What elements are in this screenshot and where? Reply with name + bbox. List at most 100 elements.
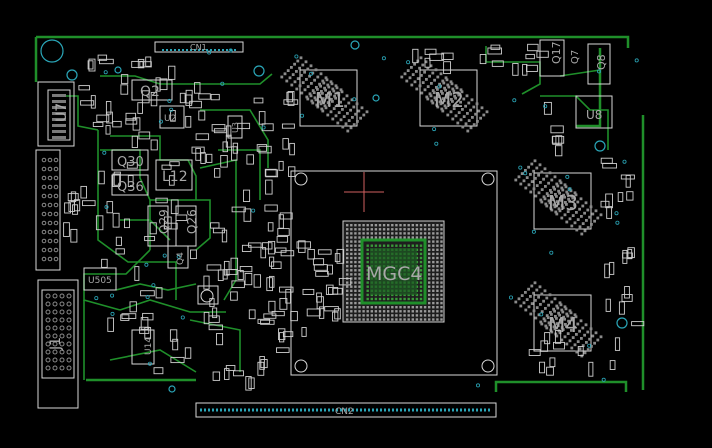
mem-pad — [330, 98, 333, 101]
mem-pad — [546, 316, 550, 319]
bga-pad — [354, 256, 357, 260]
smd-part — [286, 91, 293, 103]
mem-pad — [553, 327, 557, 331]
bga-pad — [415, 224, 419, 227]
mem-pad — [571, 318, 575, 322]
bga-pad — [346, 224, 349, 227]
smd-part — [279, 332, 285, 343]
bga-pad — [440, 281, 443, 284]
m1-pads — [280, 56, 369, 133]
bga-pad — [362, 310, 365, 313]
mem-pad — [580, 337, 583, 340]
mem-pad — [524, 169, 527, 172]
bga-pad — [374, 297, 378, 301]
pin — [41, 166, 47, 172]
bga-pad — [419, 224, 423, 227]
via — [145, 294, 150, 299]
bga-pad — [407, 244, 410, 247]
mem-pad — [564, 307, 568, 311]
mem-pad — [561, 328, 565, 331]
mem-pad — [340, 90, 344, 94]
pin — [66, 349, 72, 355]
smd-part — [289, 142, 295, 156]
mem-pad — [288, 76, 292, 80]
bga-pad — [358, 314, 361, 317]
smd-part — [124, 218, 130, 229]
bga-pad — [366, 310, 369, 313]
bga-pad — [419, 252, 423, 256]
mem-pad — [465, 94, 469, 98]
bga-pad — [432, 285, 435, 288]
pin — [52, 309, 58, 315]
mem-pad — [324, 88, 327, 92]
smd-part — [512, 63, 519, 76]
mem-pad — [456, 91, 460, 95]
mem-pad — [545, 296, 549, 300]
mem-pad — [296, 59, 300, 63]
pin — [41, 229, 47, 235]
smd-part — [239, 266, 253, 273]
memory-chip-m1 — [280, 56, 369, 133]
smd-part — [256, 144, 268, 152]
pin — [66, 317, 72, 323]
mem-pad — [341, 108, 344, 111]
bga-pad — [415, 314, 419, 317]
bga-pad — [436, 297, 439, 301]
smd-part — [131, 135, 138, 148]
bga-pad — [366, 293, 369, 297]
bga-pad — [395, 310, 398, 313]
mem-pad — [304, 60, 308, 64]
bga-pad — [395, 297, 398, 301]
mem-pad — [449, 80, 453, 84]
bga-pad — [346, 228, 349, 231]
bga-pad — [370, 236, 373, 239]
mem-pad — [520, 294, 524, 297]
smd-part — [605, 298, 611, 312]
via — [614, 211, 619, 216]
pin — [66, 293, 72, 299]
via — [523, 171, 528, 176]
mem-pad — [580, 215, 583, 218]
mem-pad — [438, 100, 442, 104]
smd-part — [260, 247, 267, 259]
mem-pad — [534, 316, 538, 320]
mem-pad — [586, 208, 590, 212]
smd-part — [97, 54, 108, 61]
via — [543, 104, 548, 109]
pin — [66, 365, 72, 371]
smd-part — [172, 338, 179, 351]
smd-part — [225, 134, 232, 148]
mem-pad — [421, 63, 425, 67]
mem-pad — [329, 110, 333, 114]
mem-pad — [578, 329, 581, 333]
smd-part — [200, 152, 206, 164]
bga-pad — [436, 244, 439, 247]
bga-pad — [415, 236, 419, 239]
mem-pad — [561, 310, 565, 314]
smd-part — [588, 361, 594, 377]
bga-pad — [432, 310, 435, 313]
pin — [45, 349, 51, 355]
mem-pad — [457, 111, 461, 114]
mem-pad — [303, 70, 306, 74]
bga-pad — [350, 236, 353, 239]
bga-pad — [382, 297, 386, 301]
pin — [53, 175, 59, 181]
mem-pad — [436, 88, 439, 91]
bga-pad — [350, 277, 353, 280]
via — [147, 361, 152, 366]
bga-pad — [378, 306, 382, 309]
smd-part — [429, 53, 445, 61]
smd-part — [144, 236, 156, 242]
via — [228, 48, 233, 53]
bga-pad — [350, 306, 353, 309]
bga-pad — [423, 232, 427, 235]
mem-pad — [568, 321, 571, 325]
mem-pad — [325, 78, 329, 82]
bga-pad — [387, 244, 390, 247]
mem-pad — [456, 121, 460, 125]
bga-pad — [428, 306, 431, 309]
mem-pad — [419, 56, 423, 60]
bga-pad — [415, 318, 419, 321]
mem-pad — [444, 106, 448, 110]
